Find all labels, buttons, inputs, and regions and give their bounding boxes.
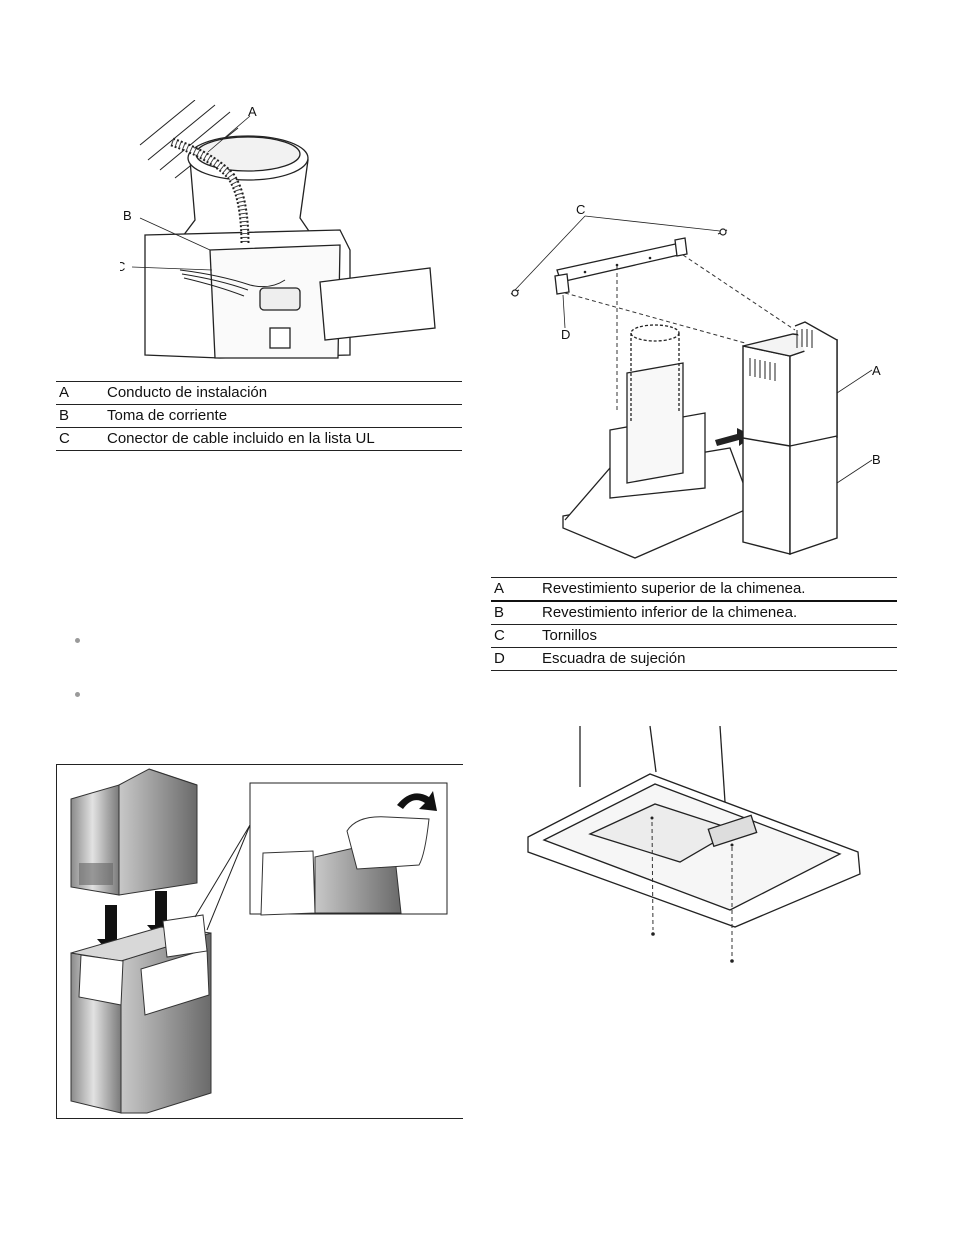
list-bullet: [75, 692, 80, 697]
callout-a: A: [872, 363, 881, 378]
legend-text: Conector de cable incluido en la lista U…: [107, 428, 462, 451]
legend-key: A: [56, 382, 107, 405]
legend-text: Escuadra de sujeción: [542, 648, 897, 671]
legend-key: A: [491, 578, 542, 602]
callout-b: B: [123, 208, 132, 223]
legend-row: A Revestimiento superior de la chimenea.: [491, 578, 897, 602]
legend-row: B Toma de corriente: [56, 405, 462, 428]
legend-text: Tornillos: [542, 625, 897, 648]
duct-wiring-illustration: A B C: [120, 100, 450, 362]
legend-key: C: [56, 428, 107, 451]
legend-key: B: [491, 601, 542, 625]
legend-row: B Revestimiento inferior de la chimenea.: [491, 601, 897, 625]
legend-text: Revestimiento inferior de la chimenea.: [542, 601, 897, 625]
callout-d: D: [561, 327, 570, 342]
legend-figure-2: A Revestimiento superior de la chimenea.…: [491, 577, 897, 671]
legend-row: D Escuadra de sujeción: [491, 648, 897, 671]
legend-key: C: [491, 625, 542, 648]
protective-film-illustration: [57, 765, 462, 1117]
legend-row: C Tornillos: [491, 625, 897, 648]
legend-row: A Conducto de instalación: [56, 382, 462, 405]
callout-c: C: [120, 259, 125, 274]
legend-text: Toma de corriente: [107, 405, 462, 428]
chimney-assembly-illustration: C D A B: [505, 198, 900, 560]
callout-b: B: [872, 452, 881, 467]
hood-underside-illustration: [520, 722, 865, 972]
legend-text: Revestimiento superior de la chimenea.: [542, 578, 897, 602]
list-bullet: [75, 638, 80, 643]
callout-c: C: [576, 202, 585, 217]
legend-text: Conducto de instalación: [107, 382, 462, 405]
legend-figure-1: A Conducto de instalación B Toma de corr…: [56, 381, 462, 451]
legend-key: B: [56, 405, 107, 428]
legend-key: D: [491, 648, 542, 671]
legend-row: C Conector de cable incluido en la lista…: [56, 428, 462, 451]
callout-a: A: [248, 104, 257, 119]
